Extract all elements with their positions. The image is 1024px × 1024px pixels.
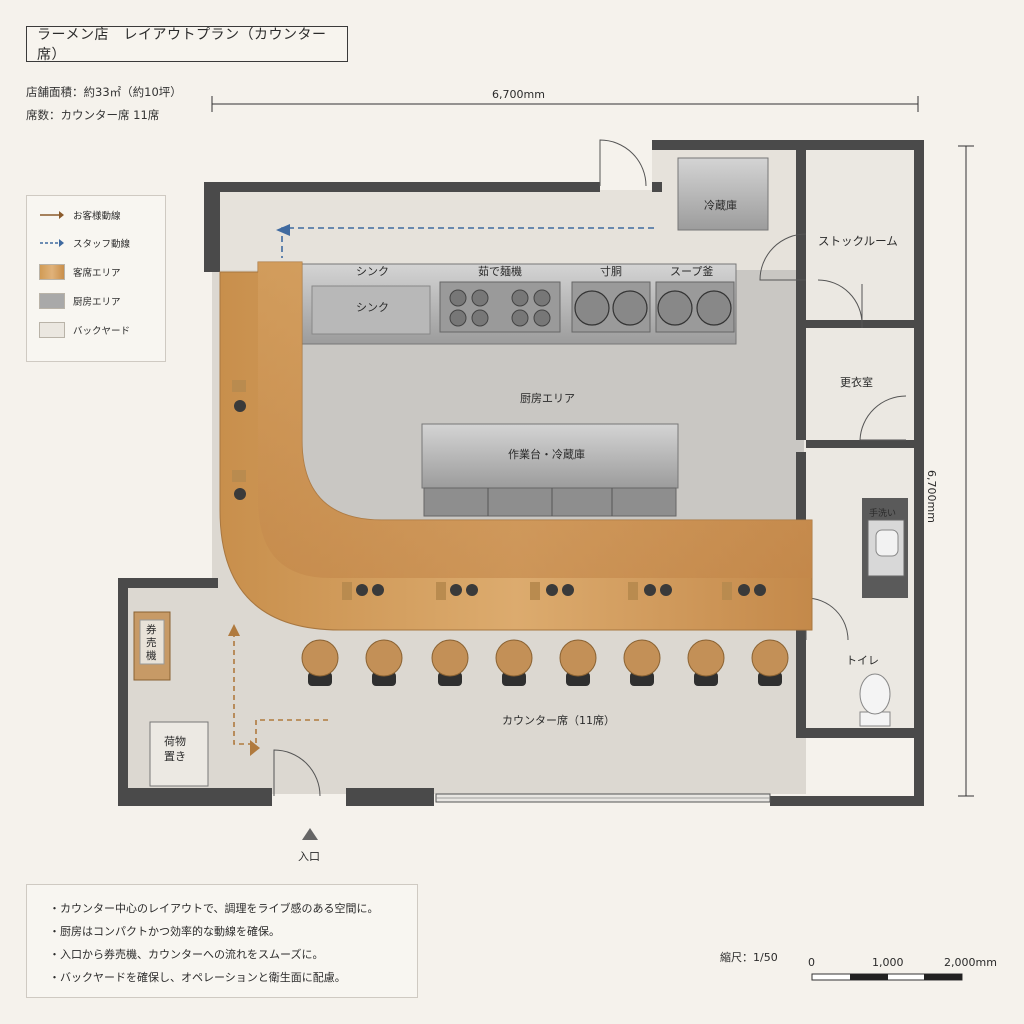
legend-item-seating: 客席エリア [39, 264, 121, 280]
scale-tick-0: 0 [808, 956, 815, 969]
scale-bar [811, 973, 963, 981]
soup-pot-label: スープ釜 [670, 265, 714, 278]
legend-label: バックヤード [73, 326, 131, 337]
equipment-row [301, 263, 737, 345]
design-notes: ・カウンター中心のレイアウトで、調理をライブ感のある空間に。 ・厨房はコンパクト… [26, 884, 418, 998]
work-table [421, 423, 679, 517]
width-dimension [211, 96, 919, 112]
light-swatch [39, 322, 65, 338]
fridge-label: 冷蔵庫 [704, 199, 737, 212]
dashed-arrow-icon [40, 239, 64, 247]
toilet [859, 673, 891, 727]
legend-item-customer-flow: お客様動線 [39, 208, 121, 222]
solid-arrow-icon [40, 211, 64, 219]
note-item: ・バックヤードを確保し、オペレーションと衛生面に配慮。 [49, 971, 346, 984]
legend-label: お客様動線 [73, 211, 121, 222]
note-item: ・厨房はコンパクトかつ効率的な動線を確保。 [49, 925, 280, 938]
toilet-label: トイレ [846, 654, 879, 667]
entrance-label: 入口 [298, 850, 320, 863]
handwash-label: 手洗い [869, 509, 897, 519]
counter-label: カウンター席（11席） [502, 714, 615, 727]
legend-label: スタッフ動線 [73, 239, 131, 250]
luggage-label: 荷物置き [164, 735, 186, 763]
staff-flow-arrow [276, 224, 654, 258]
legend-item-backyard: バックヤード [39, 322, 130, 338]
wood-swatch [39, 264, 65, 280]
legend: お客様動線 スタッフ動線 客席エリア 厨房エリア バックヤード [26, 195, 166, 362]
worktable-label: 作業台・冷蔵庫 [508, 448, 585, 461]
scale-label: 縮尺：1/50 [720, 951, 778, 964]
note-item: ・入口から券売機、カウンターへの流れをスムーズに。 [49, 948, 324, 961]
entrance-marker [302, 828, 318, 840]
sink-top-label: シンク [356, 265, 389, 278]
scale-tick-2000: 2,000mm [944, 956, 997, 969]
kitchen-label: 厨房エリア [520, 392, 575, 405]
sink-label: シンク [356, 301, 389, 314]
luggage-rack [149, 721, 209, 787]
doors [273, 139, 907, 797]
condiment-sets [232, 380, 766, 600]
note-item: ・カウンター中心のレイアウトで、調理をライブ感のある空間に。 [49, 902, 379, 915]
locker-room-label: 更衣室 [840, 376, 873, 389]
scale-tick-1000: 1,000 [872, 956, 904, 969]
customer-flow-arrow [228, 624, 330, 756]
ticket-machine-label: 券売機 [146, 624, 157, 662]
gray-swatch [39, 293, 65, 309]
stools [301, 639, 789, 686]
plan-title: ラーメン店 レイアウトプラン（カウンター席） [26, 26, 348, 63]
height-label: 6,700mm [925, 470, 938, 523]
width-label: 6,700mm [492, 88, 545, 101]
store-area: 店舗面積：約33㎡（約10坪） [26, 85, 182, 99]
height-dimension [958, 145, 974, 797]
refrigerator [677, 157, 769, 231]
noodle-pot-label: 寸胴 [600, 265, 622, 278]
seat-count: 席数：カウンター席 11席 [26, 108, 160, 122]
legend-item-staff-flow: スタッフ動線 [39, 236, 130, 250]
boiler-label: 茹で麺機 [478, 265, 522, 278]
legend-item-kitchen: 厨房エリア [39, 293, 121, 309]
legend-label: 厨房エリア [73, 297, 121, 308]
stock-room-label: ストックルーム [818, 234, 898, 248]
legend-label: 客席エリア [73, 268, 121, 279]
